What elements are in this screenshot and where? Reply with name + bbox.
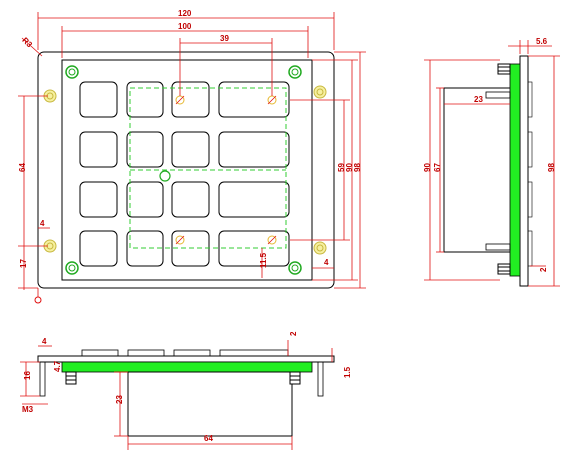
- side-bezel: [519, 55, 529, 287]
- mounting-hole-icon: [313, 241, 327, 255]
- dim-right-98: 98: [353, 163, 362, 172]
- dim-right-59: 59: [337, 163, 346, 172]
- dim-bottom-view-4-7: 4.7: [53, 360, 62, 372]
- key: [79, 81, 118, 118]
- dim-side-height-98: 98: [547, 163, 556, 172]
- bezel-outer: [37, 51, 335, 289]
- dim-side-small-2: 2: [539, 267, 548, 272]
- key-wide: [218, 131, 290, 168]
- dim-right-90: 90: [345, 163, 354, 172]
- bottom-key: [173, 349, 211, 357]
- bottom-key: [219, 349, 289, 357]
- mount-stud: [39, 361, 46, 397]
- key-wide: [218, 230, 290, 267]
- standoff-icon: [267, 95, 277, 105]
- bottom-key: [127, 349, 165, 357]
- dim-bottom-view-2: 2: [289, 331, 298, 336]
- key: [79, 131, 118, 168]
- standoff-icon: [175, 235, 185, 245]
- dim-thickness: 5.6: [536, 37, 548, 46]
- dim-bottom-view-m3: M3: [22, 405, 34, 414]
- dim-side-height-90: 90: [423, 163, 432, 172]
- dim-bottom-4: 4: [324, 258, 329, 267]
- bottom-screw-icon: [289, 371, 301, 385]
- dim-bottom-view-64: 64: [204, 434, 213, 443]
- dim-bottom-view-16: 16: [23, 371, 32, 380]
- bottom-bezel: [37, 355, 335, 363]
- key: [126, 181, 164, 218]
- key: [171, 181, 210, 218]
- key: [126, 81, 164, 118]
- hex-nut-icon: [288, 261, 302, 275]
- dim-bottom-view-1-5: 1.5: [343, 366, 352, 378]
- side-key: [527, 131, 533, 168]
- bracket-tab: [485, 243, 511, 251]
- front-view: 120 100 39 R3 64 4 17: [18, 9, 366, 304]
- front-dimensions: 120 100 39 R3 64 4 17: [18, 9, 366, 304]
- hex-nut-icon: [65, 261, 79, 275]
- dim-depth: 23: [474, 95, 483, 104]
- dim-width-inner: 100: [178, 22, 192, 31]
- key-wide: [218, 181, 290, 218]
- bottom-pcb: [61, 361, 313, 373]
- side-screw-icon: [497, 63, 511, 75]
- side-key: [527, 81, 533, 118]
- side-bracket: [443, 87, 510, 253]
- side-key: [527, 230, 533, 267]
- key: [79, 230, 118, 267]
- dim-width-outer: 120: [178, 9, 192, 18]
- bottom-screw-icon: [65, 371, 77, 385]
- key: [126, 131, 164, 168]
- side-screw-icon: [497, 263, 511, 275]
- dim-hole-spacing-top: 39: [220, 34, 229, 43]
- dim-side-height-67: 67: [433, 163, 442, 172]
- key: [126, 230, 164, 267]
- key: [79, 181, 118, 218]
- key: [171, 131, 210, 168]
- bezel-inner: [61, 59, 313, 281]
- bottom-key: [81, 349, 119, 357]
- dim-bottom-view-23: 23: [115, 395, 124, 404]
- mount-stud: [317, 361, 324, 397]
- dim-bottom-view-4: 4: [42, 337, 47, 346]
- hex-nut-icon: [159, 170, 171, 182]
- dim-bottom-115: 11.5: [259, 252, 268, 268]
- keypad-keys: [79, 81, 290, 267]
- dim-left-offset: 17: [19, 259, 28, 268]
- dim-left-small: 4: [40, 219, 45, 228]
- side-key: [527, 181, 533, 218]
- bottom-view: 4 16 4.7 M3 2 1.5 23 64: [20, 331, 352, 450]
- dim-left-height: 64: [18, 163, 27, 172]
- screws: [43, 65, 327, 275]
- key-wide: [218, 81, 290, 118]
- pcb-outline: [129, 87, 287, 249]
- bracket-tab: [485, 91, 511, 99]
- bottom-bracket: [127, 371, 293, 437]
- side-pcb: [509, 63, 521, 277]
- hex-nut-icon: [288, 65, 302, 79]
- mounting-hole-icon: [313, 85, 327, 99]
- datum-marker-icon: [34, 296, 42, 304]
- key: [171, 81, 210, 118]
- side-view: 5.6 23 90 67 98 2: [423, 37, 560, 287]
- hex-nut-icon: [65, 65, 79, 79]
- standoff-icon: [267, 235, 277, 245]
- standoff-icon: [175, 95, 185, 105]
